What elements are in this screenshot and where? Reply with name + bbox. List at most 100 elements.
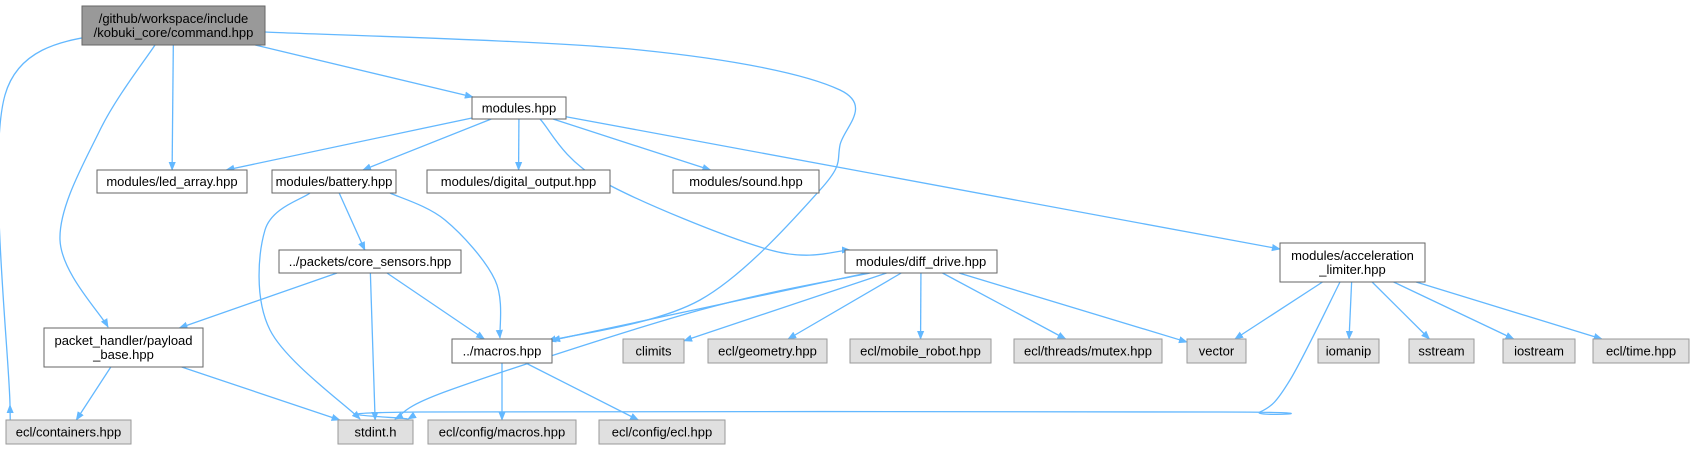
edge-payload_base-to-ecl_containers — [75, 366, 112, 421]
node-battery[interactable]: modules/battery.hpp — [271, 169, 397, 194]
node-ecl-geometry[interactable]: ecl/geometry.hpp — [707, 338, 828, 364]
node-label: modules/sound.hpp — [689, 174, 802, 189]
edge-accel_limiter-to-stdint — [356, 281, 1341, 420]
edge-battery-to-core_sensors — [338, 192, 366, 251]
node-label: /github/workspace/include — [99, 11, 249, 26]
node-ecl-config-macros[interactable]: ecl/config/macros.hpp — [427, 419, 577, 445]
node-label: ../packets/core_sensors.hpp — [289, 254, 452, 269]
node-box — [622, 338, 685, 364]
nodes-layer: /github/workspace/include/kobuki_core/co… — [5, 5, 1690, 445]
node-climits[interactable]: climits — [622, 338, 685, 364]
edge-battery-to-macros — [389, 192, 503, 339]
edge-payload_base-to-stdint — [181, 366, 341, 421]
edge-modules-to-battery — [362, 118, 492, 171]
node-label: ecl/config/ecl.hpp — [612, 425, 712, 440]
node-payload-base[interactable]: packet_handler/payload_base.hpp — [43, 327, 204, 368]
node-label: ecl/threads/mutex.hpp — [1024, 344, 1152, 359]
node-ecl-threads-mutex[interactable]: ecl/threads/mutex.hpp — [1013, 338, 1163, 364]
edge-diff_drive-to-vector — [958, 272, 1188, 344]
node-ecl-mobile-robot[interactable]: ecl/mobile_robot.hpp — [849, 338, 992, 364]
node-modules[interactable]: modules.hpp — [471, 96, 567, 120]
node-label: modules/acceleration — [1291, 248, 1414, 263]
node-box — [1317, 338, 1380, 364]
node-digital-output[interactable]: modules/digital_output.hpp — [426, 169, 611, 194]
node-iostream[interactable]: iostream — [1502, 338, 1576, 364]
node-label: ecl/time.hpp — [1606, 344, 1676, 359]
node-label: ecl/mobile_robot.hpp — [860, 344, 981, 359]
node-core-sensors[interactable]: ../packets/core_sensors.hpp — [278, 249, 462, 274]
edge-battery-to-stdint — [258, 192, 361, 420]
node-label: modules/diff_drive.hpp — [856, 254, 987, 269]
node-box — [81, 5, 266, 46]
edges-layer — [0, 29, 1603, 429]
node-box — [5, 419, 132, 445]
node-stdint[interactable]: stdint.h — [337, 419, 414, 445]
edge-core_sensors-to-macros — [386, 272, 486, 340]
edge-diff_drive-to-ecl_geometry — [787, 272, 902, 340]
edge-root-to-macros — [264, 31, 856, 343]
node-box — [1502, 338, 1576, 364]
edge-accel_limiter-to-iostream — [1393, 281, 1515, 340]
node-box — [1013, 338, 1163, 364]
edge-root-to-payload_base — [59, 44, 156, 328]
node-iomanip[interactable]: iomanip — [1317, 338, 1380, 364]
edge-diff_drive-to-ecl_threads_mutex — [942, 272, 1067, 340]
node-box — [1592, 338, 1690, 364]
edge-macros-to-ecl_config_ecl — [525, 362, 640, 421]
node-sound[interactable]: modules/sound.hpp — [672, 169, 820, 194]
node-box — [427, 419, 577, 445]
node-label: modules.hpp — [482, 101, 556, 116]
node-label: _limiter.hpp — [1318, 262, 1385, 277]
node-ecl-config-ecl[interactable]: ecl/config/ecl.hpp — [598, 419, 726, 445]
node-label: ecl/geometry.hpp — [718, 344, 817, 359]
node-box — [426, 169, 611, 194]
edge-accel_limiter-to-ecl_time — [1415, 281, 1603, 341]
node-led-array[interactable]: modules/led_array.hpp — [96, 169, 248, 194]
node-label: ecl/containers.hpp — [16, 425, 122, 440]
edge-root-to-led_array — [168, 44, 176, 171]
edge-modules-to-accel_limiter — [565, 116, 1281, 252]
node-label: stdint.h — [355, 425, 397, 440]
node-box — [598, 419, 726, 445]
node-root[interactable]: /github/workspace/include/kobuki_core/co… — [81, 5, 266, 46]
edge-modules-to-sound — [552, 118, 712, 171]
node-box — [471, 96, 567, 120]
node-vector[interactable]: vector — [1186, 338, 1247, 364]
edge-root-to-modules — [255, 44, 474, 99]
node-ecl-time[interactable]: ecl/time.hpp — [1592, 338, 1690, 364]
node-diff-drive[interactable]: modules/diff_drive.hpp — [844, 249, 998, 274]
node-label: vector — [1199, 344, 1235, 359]
edge-accel_limiter-to-sstream — [1371, 281, 1431, 340]
node-box — [278, 249, 462, 274]
node-label: ecl/config/macros.hpp — [439, 425, 565, 440]
node-box — [672, 169, 820, 194]
edge-accel_limiter-to-vector — [1234, 281, 1323, 340]
node-label: ../macros.hpp — [463, 344, 542, 359]
node-sstream[interactable]: sstream — [1408, 338, 1475, 364]
node-box — [1186, 338, 1247, 364]
node-label: _base.hpp — [92, 347, 154, 362]
node-box — [451, 338, 553, 364]
node-box — [1408, 338, 1475, 364]
node-ecl-containers[interactable]: ecl/containers.hpp — [5, 419, 132, 445]
node-label: climits — [635, 344, 672, 359]
node-label: modules/digital_output.hpp — [441, 174, 596, 189]
edge-diff_drive-to-stdint — [394, 272, 871, 420]
node-label: packet_handler/payload — [54, 333, 192, 348]
node-box — [271, 169, 397, 194]
edge-modules-to-diff_drive — [539, 118, 851, 256]
node-macros[interactable]: ../macros.hpp — [451, 338, 553, 364]
edge-root-to-ecl_containers — [0, 29, 117, 429]
node-box — [1279, 242, 1426, 283]
node-label: sstream — [1418, 344, 1464, 359]
edge-core_sensors-to-payload_base — [178, 272, 338, 329]
node-label: modules/battery.hpp — [276, 174, 393, 189]
edge-accel_limiter-to-iomanip — [1345, 281, 1354, 340]
node-label: /kobuki_core/command.hpp — [94, 25, 254, 40]
node-label: iomanip — [1326, 344, 1372, 359]
node-box — [849, 338, 992, 364]
node-box — [43, 327, 204, 368]
node-box — [707, 338, 828, 364]
node-accel-limiter[interactable]: modules/acceleration_limiter.hpp — [1279, 242, 1426, 283]
